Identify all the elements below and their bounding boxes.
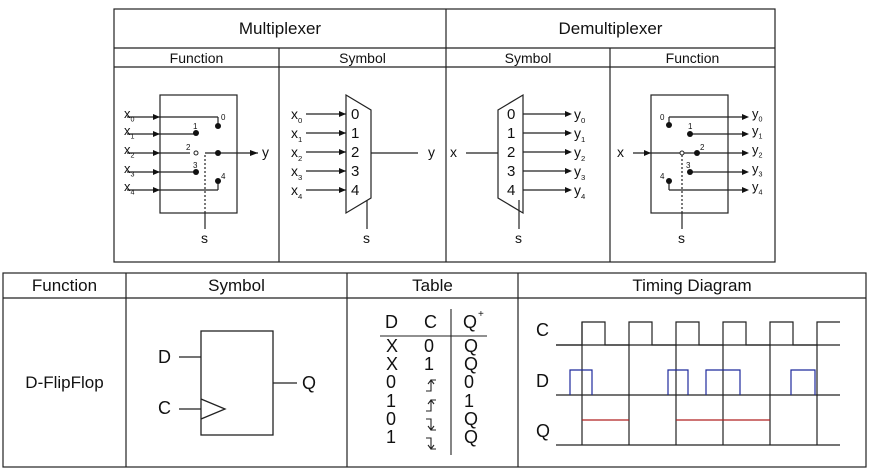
ff-header-function: Function (31, 276, 98, 295)
demux-function-output-label: y3 (752, 161, 763, 179)
svg-text:3: 3 (193, 161, 198, 170)
ff-header-table: Table (412, 276, 453, 295)
mux-symbol-port-number: 1 (351, 125, 360, 142)
mux-symbol-port-number: 3 (351, 163, 360, 180)
svg-text:4: 4 (221, 172, 226, 181)
svg-text:0: 0 (660, 113, 665, 122)
mux-function-output: y (262, 144, 269, 160)
truth-header-c: C (424, 312, 437, 332)
mux-function-select: s (201, 230, 208, 246)
mux-symbol-input-label: x4 (291, 182, 303, 201)
truth-cell-q: Q (464, 409, 479, 429)
svg-text:1: 1 (688, 122, 693, 131)
d-waveform (569, 369, 816, 395)
mux-symbol-input-label: x2 (291, 144, 303, 163)
demux-symbol-output-label: y3 (574, 163, 586, 182)
mux-function-input-label: x0 (124, 106, 135, 124)
svg-text:4: 4 (660, 172, 665, 181)
demux-symbol-port-number: 4 (507, 182, 516, 199)
truth-cell-d: X (386, 336, 399, 356)
demux-function-select: s (678, 230, 685, 246)
ff-function-name: D-FlipFlop (25, 372, 104, 392)
demux-symbol-select: s (515, 230, 522, 246)
demux-function-output-label: y0 (752, 106, 763, 124)
demux-symbol-output-label: y0 (574, 106, 586, 125)
mux-symbol-port-number: 4 (351, 182, 360, 199)
mux-symbol-header: Symbol (339, 49, 386, 66)
truth-cell-c: 1 (424, 354, 435, 374)
mux-title: Multiplexer (238, 19, 322, 38)
dff-input-c: C (158, 398, 171, 418)
mux-function-input-label: x2 (124, 142, 135, 160)
truth-header-q: Q (463, 312, 478, 332)
truth-cell-d: X (386, 354, 399, 374)
demux-symbol-output-label: y4 (574, 182, 586, 201)
truth-header-q-plus: + (478, 309, 484, 320)
mux-symbol-input-label: x1 (291, 125, 303, 144)
demux-symbol-port-number: 2 (507, 144, 516, 161)
timing-label-d: D (536, 371, 549, 391)
ff-header-symbol: Symbol (208, 276, 265, 295)
demux-symbol-port-number: 1 (507, 125, 516, 142)
truth-cell-q: Q (464, 427, 479, 447)
demux-function-input: x (617, 144, 624, 160)
truth-cell-q: Q (464, 354, 479, 374)
demux-function-output-label: y4 (752, 179, 763, 197)
demux-function-header: Function (665, 49, 720, 66)
dff-output-q: Q (302, 373, 317, 393)
demux-symbol-port-number: 3 (507, 163, 516, 180)
truth-cell-d: 1 (386, 391, 397, 411)
mux-symbol-diagram (306, 93, 418, 229)
svg-text:3: 3 (686, 161, 691, 170)
truth-cell-d: 1 (386, 427, 397, 447)
truth-table-lines (380, 309, 487, 455)
truth-cell-d: 0 (386, 409, 397, 429)
demux-symbol-port-number: 0 (507, 106, 516, 123)
demux-symbol-header: Symbol (504, 49, 552, 66)
demux-function-output-label: y1 (752, 123, 763, 141)
mux-symbol-output: y (428, 144, 435, 160)
dff-symbol (179, 330, 297, 436)
dff-input-d: D (158, 347, 171, 367)
mux-symbol-input-label: x0 (291, 106, 303, 125)
ff-header-timing: Timing Diagram (632, 276, 752, 295)
timing-label-q: Q (536, 421, 551, 441)
mux-symbol-input-label: x3 (291, 163, 303, 182)
mux-function-header: Function (169, 49, 224, 66)
demux-symbol-output-label: y2 (574, 144, 586, 163)
svg-text:2: 2 (700, 143, 705, 152)
demux-symbol-diagram (466, 93, 565, 229)
timing-label-c: C (536, 320, 549, 340)
demux-title: Demultiplexer (558, 19, 663, 38)
mux-symbol-port-number: 0 (351, 106, 360, 123)
mux-symbol-port-number: 2 (351, 144, 360, 161)
truth-header-d: D (385, 312, 398, 332)
truth-cell-c: 0 (424, 336, 435, 356)
truth-cell-q: 0 (464, 372, 475, 392)
demux-symbol-output-label: y1 (574, 125, 586, 144)
mux-function-input-label: x1 (124, 123, 135, 141)
demux-function-output-label: y2 (752, 142, 763, 160)
truth-cell-d: 0 (386, 372, 397, 392)
svg-text:1: 1 (193, 122, 198, 131)
svg-text:0: 0 (221, 113, 226, 122)
mux-symbol-select: s (363, 230, 370, 246)
svg-text:2: 2 (186, 143, 191, 152)
truth-cell-q: 1 (464, 391, 475, 411)
mux-function-input-label: x3 (124, 161, 135, 179)
mux-function-input-label: x4 (124, 179, 135, 197)
truth-cell-q: Q (464, 336, 479, 356)
timing-diagram (556, 321, 840, 446)
clock-waveform (556, 321, 840, 346)
edge-symbols (426, 379, 436, 450)
flipflop-table-grid (2, 272, 867, 468)
demux-symbol-input: x (450, 144, 457, 160)
